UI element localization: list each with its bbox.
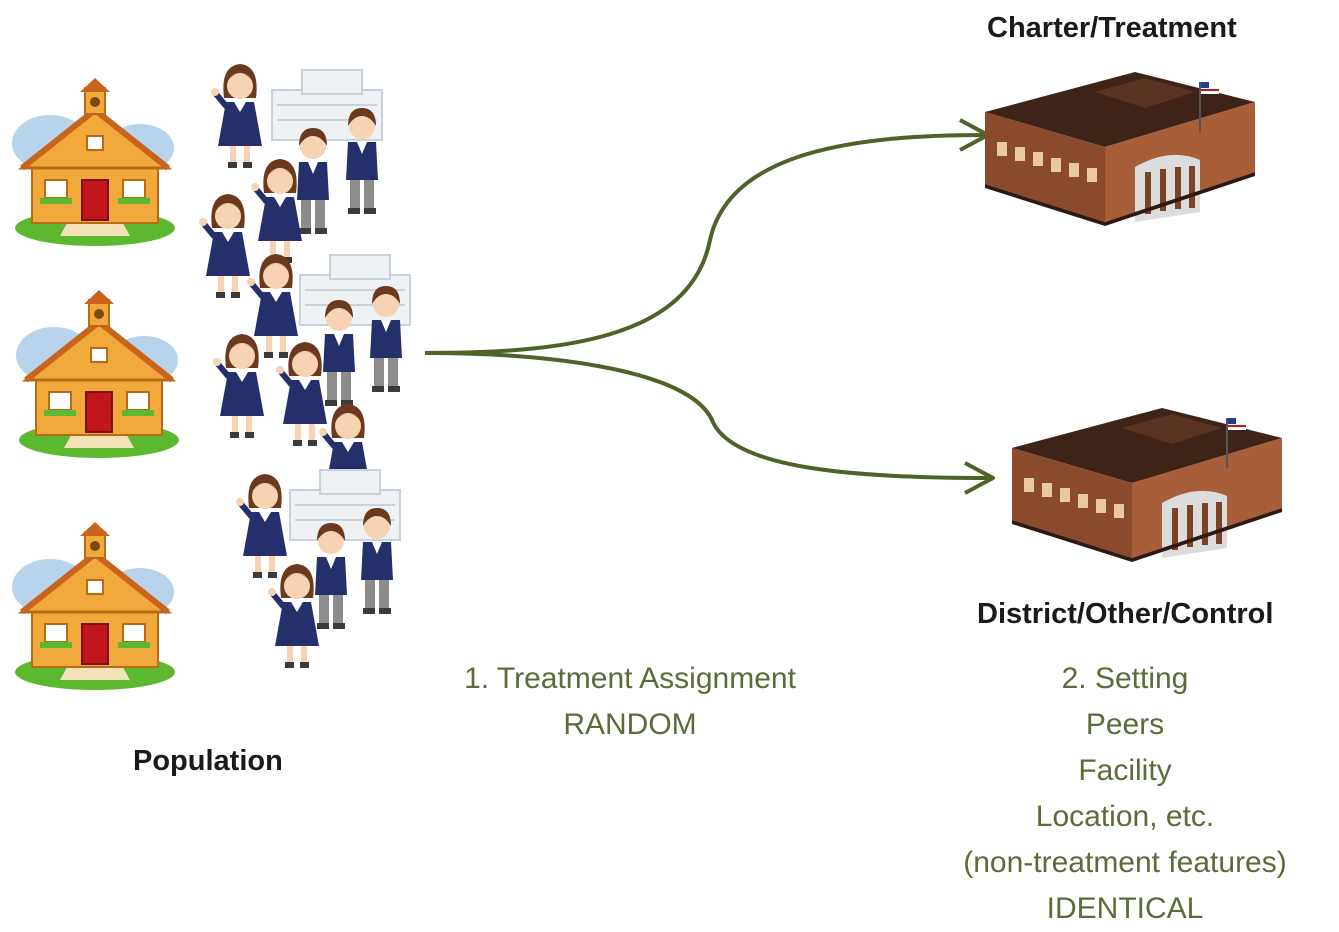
setting-title: 2. Setting — [1061, 662, 1189, 695]
treatment-assignment-random: RANDOM — [563, 708, 697, 741]
setting-location: Location, etc. — [1035, 800, 1215, 833]
schoolhouse-icon — [16, 290, 179, 458]
students-group-icon — [236, 469, 401, 668]
treatment-assignment-block: 1. Treatment Assignment RANDOM — [395, 656, 865, 748]
setting-non-treatment: (non-treatment features) — [963, 846, 1287, 879]
setting-identical: IDENTICAL — [1046, 892, 1204, 925]
district-control-label: District/Other/Control — [977, 598, 1274, 630]
school-building-icon — [984, 71, 1256, 227]
schoolhouse-icon — [12, 522, 175, 690]
population-label: Population — [133, 745, 283, 777]
arrow-to-charter — [424, 133, 986, 355]
setting-peers: Peers — [1085, 708, 1165, 741]
arrow-to-district — [424, 351, 991, 480]
schoolhouse-icon — [12, 78, 175, 246]
arrow-head-district — [964, 461, 995, 495]
assignment-arrows — [424, 118, 995, 495]
setting-block: 2. Setting Peers Facility Location, etc.… — [920, 656, 1330, 932]
charter-treatment-label: Charter/Treatment — [987, 12, 1237, 44]
school-building-icon — [1011, 407, 1283, 563]
setting-facility: Facility — [1078, 754, 1172, 787]
treatment-assignment-title: 1. Treatment Assignment — [464, 662, 796, 695]
